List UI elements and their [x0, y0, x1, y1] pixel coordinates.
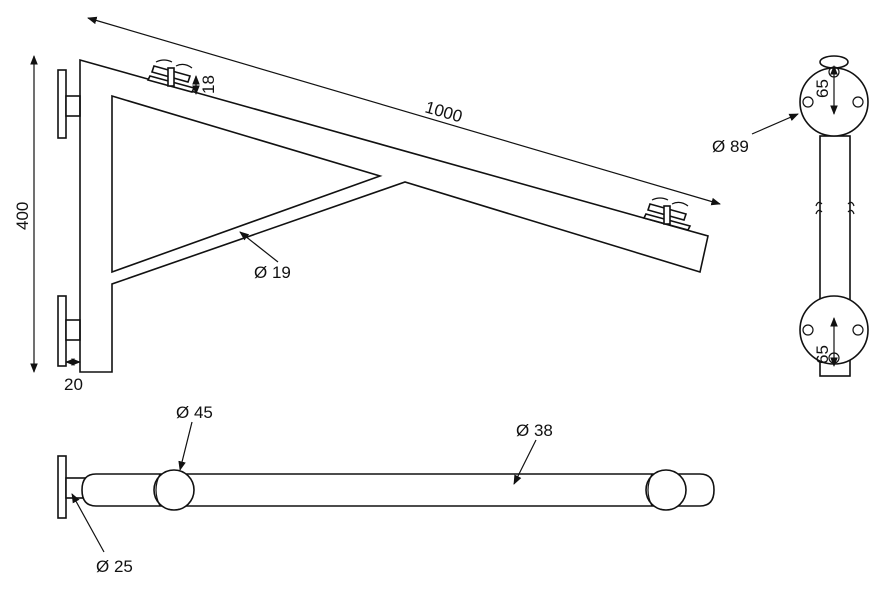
end-view: 65 65 Ø 89: [712, 55, 869, 377]
tube-diameter-label: Ø 38: [516, 421, 553, 440]
top-view: Ø 45 Ø 38 Ø 25: [57, 403, 715, 576]
flange-diameter-label: Ø 89: [712, 137, 749, 156]
lower-wall-plate: [57, 295, 67, 367]
lower-plate-bracket: [65, 319, 81, 341]
height-label: 400: [13, 202, 32, 230]
bracket-frame-inner: [111, 94, 383, 274]
plate-thickness-label: 20: [64, 375, 83, 394]
clamp-height-label: 18: [199, 75, 218, 94]
rod-diameter-label: Ø 19: [254, 263, 291, 282]
top-view-wall-plate: [57, 455, 67, 519]
rail-clamp-right: [642, 197, 692, 231]
ball-diameter-label: Ø 45: [176, 403, 213, 422]
side-view: 1000 400 20 18 Ø 19: [13, 16, 721, 394]
tube-diameter-leader: [513, 439, 537, 485]
length-dimension-line: [87, 16, 721, 206]
ball-right: [645, 469, 687, 511]
lower-flange-hole-right: [852, 324, 864, 336]
top-view-tube: [81, 473, 715, 507]
upper-flange-hole-right: [852, 96, 864, 108]
upper-flange-hole-left: [802, 96, 814, 108]
rail-clamp-left: [146, 59, 196, 93]
post-diameter-label: Ø 25: [96, 557, 133, 576]
upper-plate-bracket: [65, 95, 81, 117]
hole-spacing-top-label: 65: [813, 79, 832, 98]
length-label: 1000: [423, 98, 465, 127]
bracket-frame-outer: [79, 58, 709, 373]
ball-left: [153, 469, 195, 511]
upper-wall-plate: [57, 69, 67, 139]
post-diameter-leader: [71, 493, 105, 553]
hole-spacing-bottom-label: 65: [813, 345, 832, 364]
lower-flange-hole-left: [802, 324, 814, 336]
flange-diameter-leader: [751, 113, 799, 135]
rod-diameter-leader: [239, 231, 279, 263]
ball-diameter-leader: [178, 421, 193, 471]
